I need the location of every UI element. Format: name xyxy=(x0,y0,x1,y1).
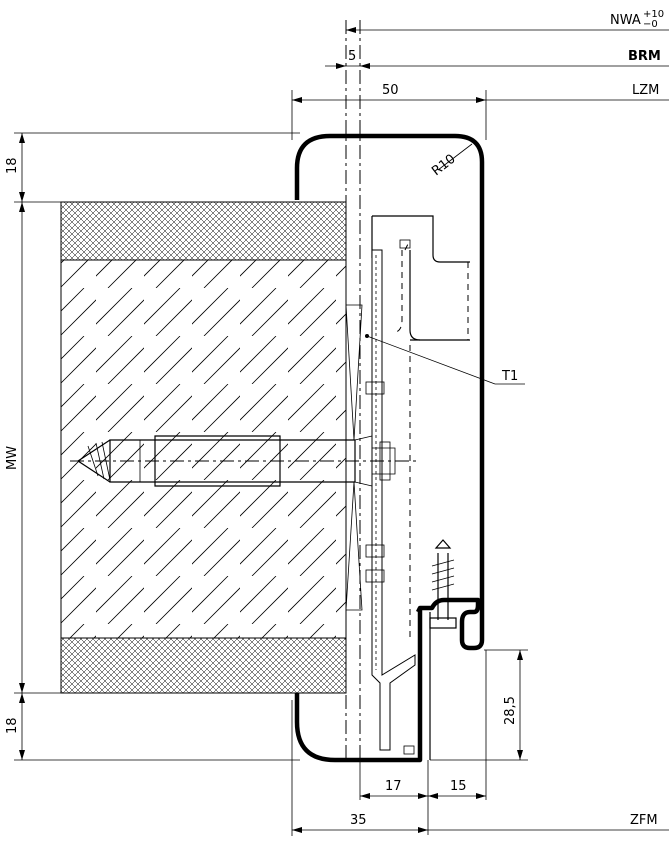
dim-t1: T1 xyxy=(365,334,525,385)
dim-right: 28,5 xyxy=(430,649,528,761)
dim-eighteen-bottom: 18 xyxy=(5,717,20,734)
dim-lzm: 50 LZM xyxy=(291,83,669,140)
dowel-anchor xyxy=(70,304,420,611)
dim-five: 5 xyxy=(348,49,356,64)
dim-bottom-small: 17 15 xyxy=(359,650,487,835)
dim-eighteen-top: 18 xyxy=(5,157,20,174)
r10-label: R10 xyxy=(429,152,458,180)
wall-plaster-top xyxy=(60,201,347,261)
dim-r10: R10 xyxy=(429,143,473,180)
dim-seventeen: 17 xyxy=(385,779,402,794)
inner-anchor-plate xyxy=(365,215,470,755)
t1-label: T1 xyxy=(501,369,518,384)
dim-fifty: 50 xyxy=(382,83,399,98)
dim-nwa: NWA +10 −0 xyxy=(346,9,669,33)
dim-left: 18 MW 18 xyxy=(5,132,300,761)
dim-fifteen: 15 xyxy=(450,779,467,794)
mw-label: MW xyxy=(5,446,20,470)
nwa-label: NWA xyxy=(610,13,641,28)
dim-brm: 5 BRM xyxy=(325,49,669,69)
wall-plaster-bottom xyxy=(60,637,347,694)
dim-zfm: 35 ZFM xyxy=(291,700,669,836)
self-drilling-screw xyxy=(429,539,457,629)
brm-label: BRM xyxy=(628,49,661,64)
wall xyxy=(60,201,347,694)
lzm-label: LZM xyxy=(632,83,659,98)
dim-thirtyfive: 35 xyxy=(350,813,367,828)
nwa-tolerance-lower: −0 xyxy=(643,19,658,30)
zfm-label: ZFM xyxy=(630,813,658,828)
wall-masonry xyxy=(60,259,347,639)
dim-twentyeight-five: 28,5 xyxy=(503,696,518,725)
nwa-tolerance-upper: +10 xyxy=(643,9,664,20)
steel-frame-profile xyxy=(294,133,485,763)
